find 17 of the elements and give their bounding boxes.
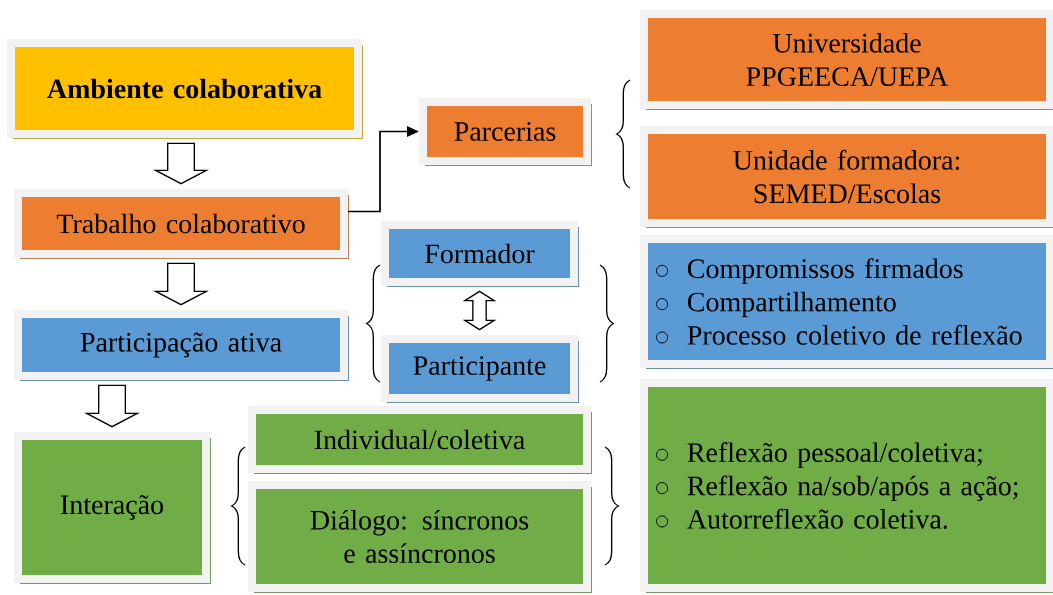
bullet-list-box: Compromissos firmados Compartilhamento Processo coletivo de reflexão — [640, 235, 1053, 369]
block-arrow — [462, 290, 497, 331]
text-box: Participante — [381, 335, 579, 403]
text-box: Individual/coletiva — [248, 406, 592, 474]
bullet-list-box: Reflexão pessoal/coletiva; Reflexão na/sob/após a ação; Autorreflexão coletiva. — [640, 379, 1053, 593]
block-arrow — [153, 142, 210, 185]
text-box: Diálogo: síncronos e assíncronos — [248, 481, 592, 593]
text-box: Ambiente colaborativa — [7, 39, 363, 139]
text-box: Unidade formadora: SEMED/Escolas — [640, 126, 1053, 228]
text-box: Universidade PPGEECA/UEPA — [640, 10, 1053, 110]
block-arrow — [84, 384, 141, 428]
text-box: Trabalho colaborativo — [14, 189, 349, 259]
text-box: Parcerias — [419, 98, 592, 166]
text-box: Participação ativa — [14, 310, 349, 381]
text-box: Formador — [381, 221, 579, 287]
block-arrow — [153, 262, 210, 306]
text-box: Interação — [14, 432, 211, 584]
